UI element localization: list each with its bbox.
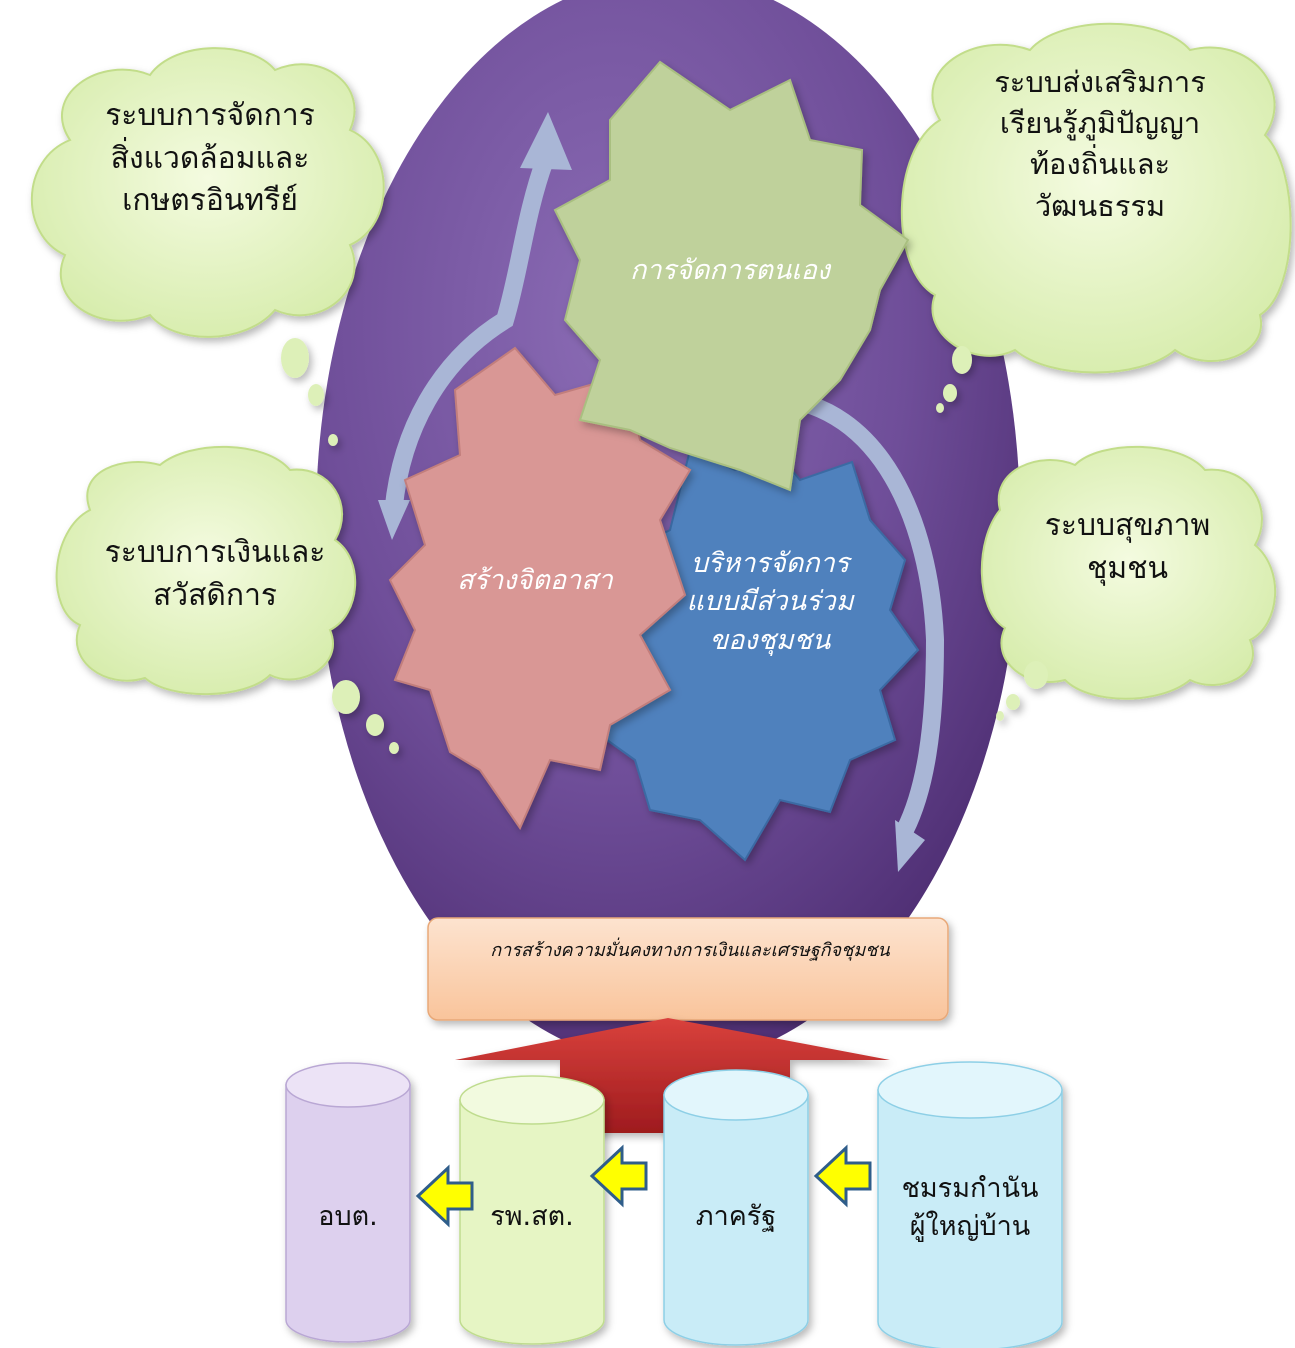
cylinder-village-heads — [877, 1061, 1063, 1348]
small-arrow-1 — [415, 1164, 474, 1228]
gear-participatory-label: บริหารจัดการ แบบมีส่วนร่วม ของชุมชน — [686, 548, 854, 656]
cloud-health — [980, 445, 1276, 721]
cylinder-sao-label: อบต. — [318, 1201, 378, 1232]
cylinder-government-label: ภาครัฐ — [695, 1201, 777, 1232]
cylinder-sao — [285, 1062, 411, 1343]
cylinder-village-heads-label: ชมรมกำนัน ผู้ใหญ่บ้าน — [901, 1173, 1039, 1243]
cloud-environment-label: ระบบการจัดการ สิ่งแวดล้อมและ เกษตรอินทรี… — [105, 98, 315, 219]
cycle-arrow-right — [766, 389, 945, 872]
cylinder-health-promotion — [459, 1075, 605, 1345]
community-economy-banner — [427, 917, 949, 1021]
gear-self-management — [553, 60, 910, 492]
cloud-finance-welfare — [55, 445, 399, 754]
gear-volunteer — [388, 346, 692, 831]
small-arrow-2 — [589, 1144, 648, 1208]
community-economy-banner-label: การสร้างความมั่นคงทางการเงินและเศรษฐกิจช… — [490, 940, 890, 961]
cycle-arrow-left — [378, 112, 572, 540]
cylinder-health-promotion-label: รพ.สต. — [490, 1201, 574, 1232]
cloud-wisdom-culture-label: ระบบส่งเสริมการ เรียนรู้ภูมิปัญญา ท้องถิ… — [994, 65, 1206, 223]
gear-self-management-label: การจัดการตนเอง — [630, 255, 830, 286]
cloud-health-label: ระบบสุขภาพ ชุมชน — [1044, 508, 1211, 586]
cloud-finance-welfare-label: ระบบการเงินและ สวัสดิการ — [104, 535, 326, 613]
small-arrow-3 — [813, 1144, 872, 1208]
cloud-wisdom-culture — [900, 22, 1292, 413]
cylinder-government — [663, 1069, 809, 1346]
gear-volunteer-label: สร้างจิตอาสา — [457, 565, 613, 596]
cloud-environment — [30, 47, 385, 446]
